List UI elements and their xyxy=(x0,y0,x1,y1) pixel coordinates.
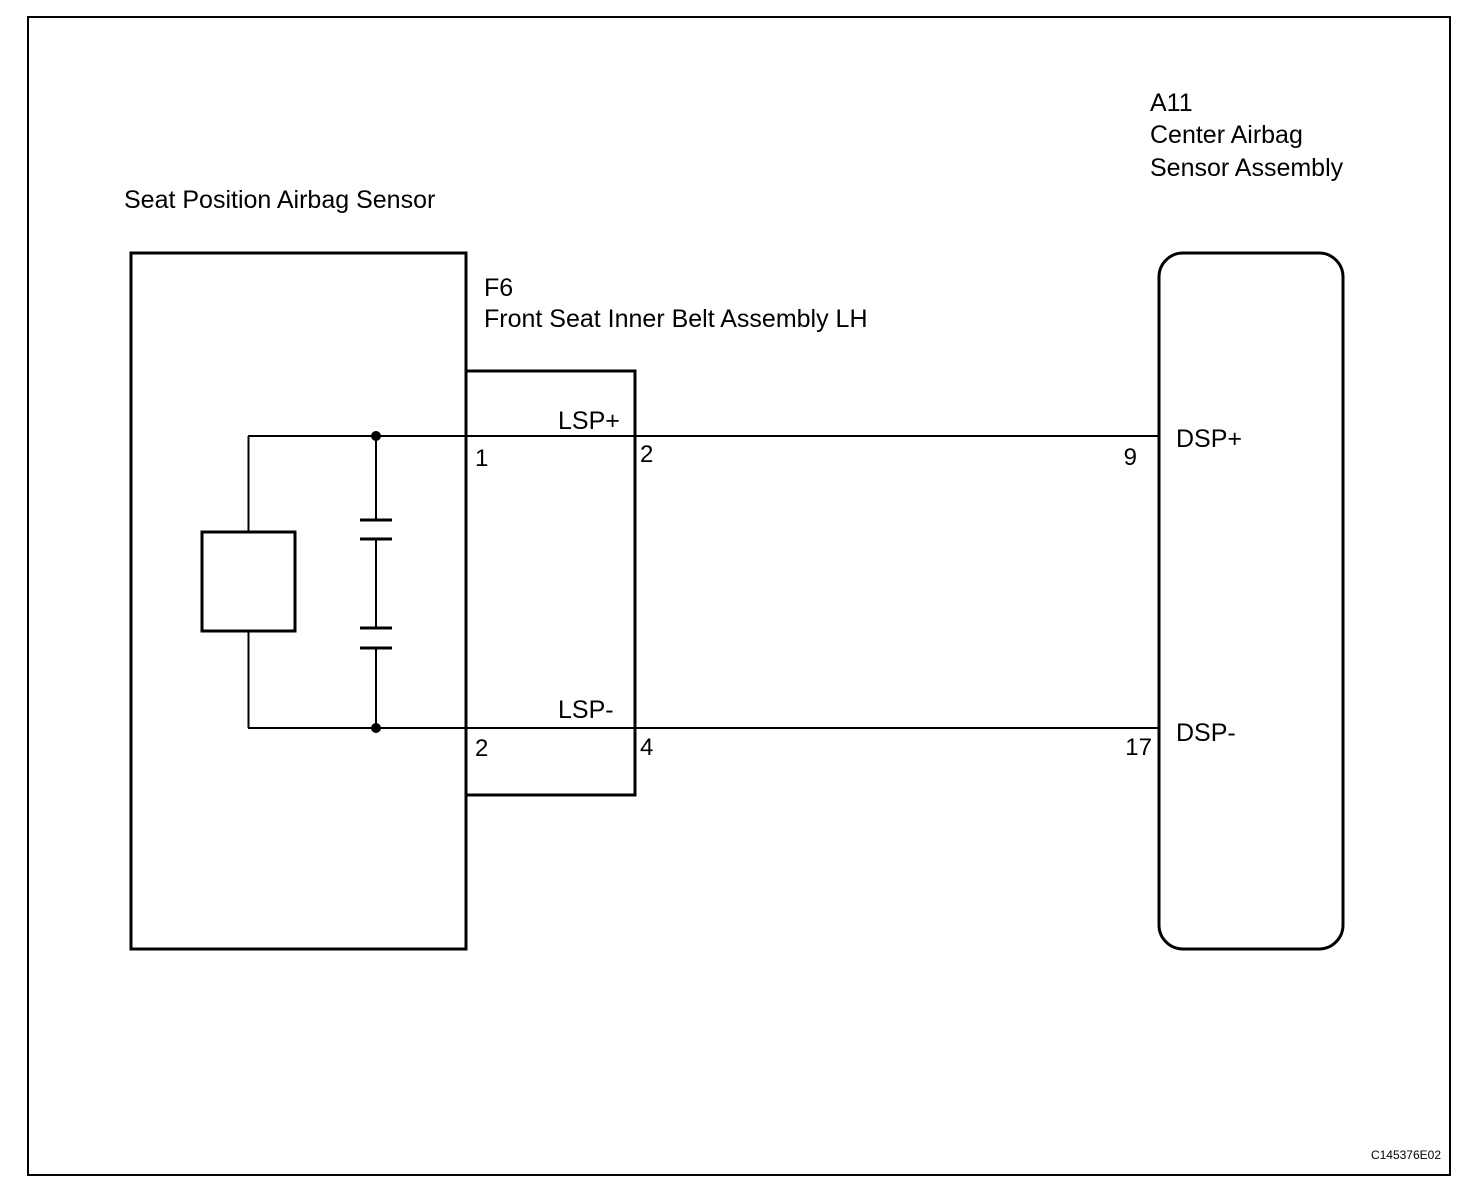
pin-center-minus: 17 xyxy=(1125,734,1152,761)
signal-dsp-plus: DSP+ xyxy=(1176,425,1242,453)
pin-sensor-plus: 1 xyxy=(475,445,488,472)
connector-f6-name: Front Seat Inner Belt Assembly LH xyxy=(484,305,868,333)
center-sensor-box xyxy=(1157,251,1345,951)
sensor-element xyxy=(200,530,297,633)
center-sensor-code: A11 xyxy=(1150,89,1193,117)
belt-assembly-box xyxy=(464,369,637,797)
pin-center-plus: 9 xyxy=(1124,444,1137,471)
seat-sensor-title: Seat Position Airbag Sensor xyxy=(124,186,435,214)
seat-sensor-box xyxy=(129,251,468,951)
pin-belt-minus: 4 xyxy=(640,734,653,761)
signal-lsp-plus: LSP+ xyxy=(558,407,620,435)
pin-sensor-minus: 2 xyxy=(475,735,488,762)
center-sensor-name-line1: Center Airbag xyxy=(1150,121,1303,149)
signal-lsp-minus: LSP- xyxy=(558,696,614,724)
figure-reference: C145376E02 xyxy=(1371,1148,1441,1162)
connector-f6-code: F6 xyxy=(484,274,513,302)
diagram-frame xyxy=(27,16,1451,1176)
signal-dsp-minus: DSP- xyxy=(1176,719,1236,747)
center-sensor-name-line2: Sensor Assembly xyxy=(1150,154,1344,182)
pin-belt-plus: 2 xyxy=(640,441,653,468)
